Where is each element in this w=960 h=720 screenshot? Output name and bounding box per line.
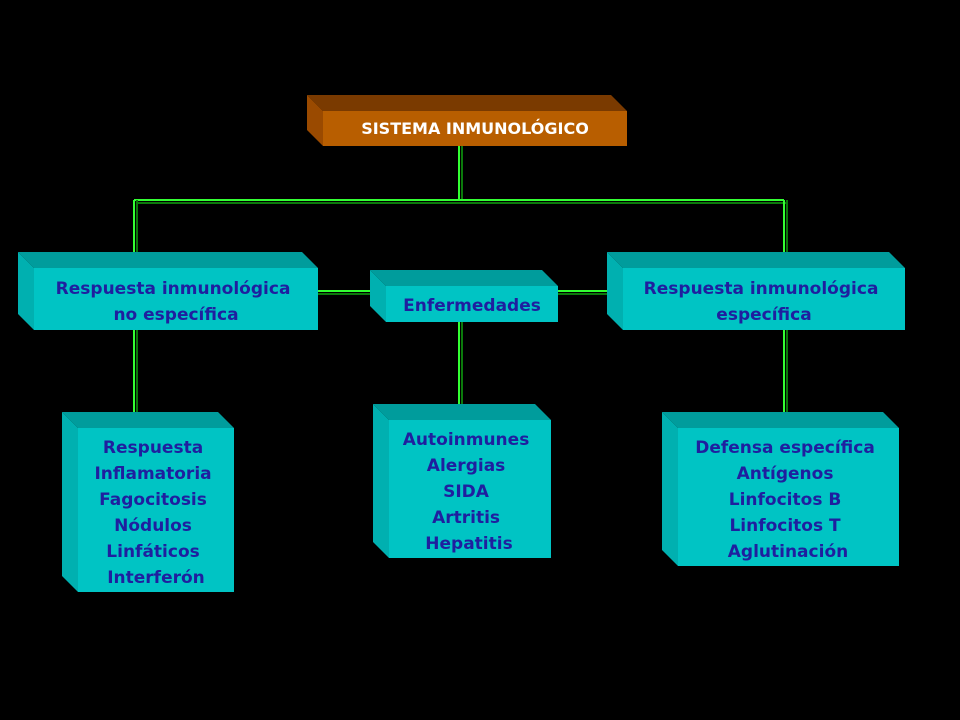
left-item-1: Respuesta: [103, 438, 203, 458]
right-item-5: Aglutinación: [728, 542, 848, 562]
left-title-line-2: no específica: [113, 305, 238, 325]
right-list-box: Defensa específica Antígenos Linfocitos …: [662, 412, 899, 566]
root-label: SISTEMA INMUNOLÓGICO: [361, 119, 589, 138]
center-item-3: SIDA: [443, 482, 490, 502]
right-title: Respuesta inmunológica específica: [644, 279, 885, 325]
center-item-2: Alergias: [427, 456, 505, 476]
right-title-box: Respuesta inmunológica específica: [607, 252, 905, 330]
center-title: Enfermedades: [403, 296, 541, 316]
right-list: Defensa específica Antígenos Linfocitos …: [695, 438, 881, 562]
left-item-6: Interferón: [107, 568, 205, 588]
connectors: [133, 146, 788, 420]
right-item-1: Defensa específica: [695, 438, 875, 458]
left-title-box: Respuesta inmunológica no específica: [18, 252, 318, 330]
center-item-1: Autoinmunes: [403, 430, 530, 450]
left-title-line-1: Respuesta inmunológica: [56, 279, 291, 299]
left-item-5: Linfáticos: [106, 542, 199, 562]
right-title-line-1: Respuesta inmunológica: [644, 279, 879, 299]
right-item-3: Linfocitos B: [729, 490, 842, 510]
center-item-5: Hepatitis: [425, 534, 512, 554]
center-list-box: Autoinmunes Alergias SIDA Artritis Hepat…: [373, 404, 551, 558]
left-item-4: Nódulos: [114, 516, 192, 536]
right-item-4: Linfocitos T: [729, 516, 841, 536]
left-list-box: Respuesta Inflamatoria Fagocitosis Nódul…: [62, 412, 234, 592]
left-item-3: Fagocitosis: [99, 490, 207, 510]
center-item-4: Artritis: [432, 508, 500, 528]
left-item-2: Inflamatoria: [94, 464, 211, 484]
left-title: Respuesta inmunológica no específica: [56, 279, 297, 325]
center-list: Autoinmunes Alergias SIDA Artritis Hepat…: [403, 430, 535, 554]
right-title-line-2: específica: [716, 305, 811, 325]
right-item-2: Antígenos: [737, 464, 834, 484]
root-box: SISTEMA INMUNOLÓGICO: [307, 95, 627, 146]
left-list: Respuesta Inflamatoria Fagocitosis Nódul…: [94, 438, 217, 588]
center-title-box: Enfermedades: [370, 270, 558, 322]
